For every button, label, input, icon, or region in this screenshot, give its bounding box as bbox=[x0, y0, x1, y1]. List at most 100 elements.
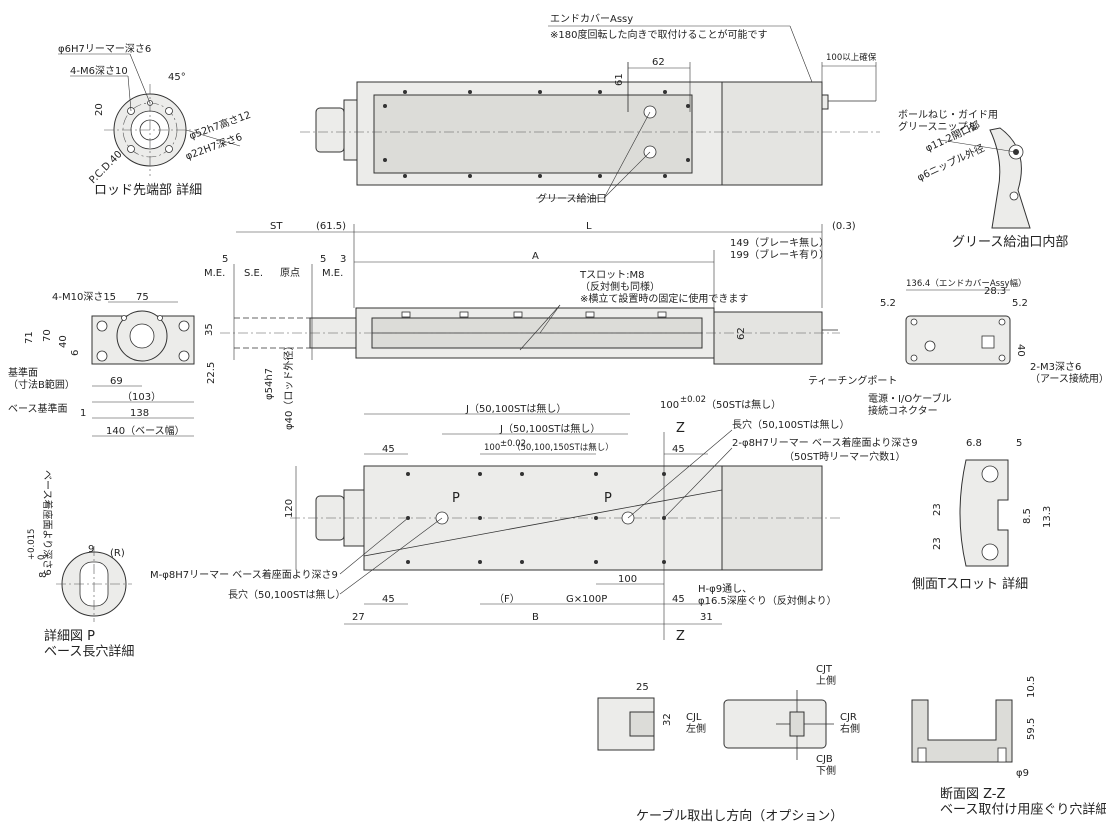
rod-52-label: φ52h7高さ12 bbox=[187, 108, 252, 142]
dim-31: 31 bbox=[700, 612, 713, 623]
grease-port-label: グリース給油口 bbox=[537, 192, 607, 205]
top-cable-stub bbox=[821, 94, 829, 110]
grease-nipple-detail: ボールねじ・ガイド用グリースニップル φ11.2開口部 φ6ニップル外径 グリー… bbox=[898, 109, 1068, 250]
rod-20-label: 20 bbox=[94, 103, 105, 116]
dim-1: 1 bbox=[80, 408, 86, 419]
cable-connector bbox=[629, 711, 655, 737]
dim-100-clear: 100以上確保 bbox=[826, 52, 877, 63]
top-bolt-row bbox=[383, 90, 690, 178]
teaching-port bbox=[924, 340, 936, 352]
dim-70: 70 bbox=[42, 329, 53, 342]
dim-100-small: 100 bbox=[484, 443, 500, 453]
section-59-5: 59.5 bbox=[1026, 718, 1037, 740]
endcover-note: ※180度回転した向きで取付けることが可能です bbox=[550, 28, 767, 41]
dim-45b: 45 bbox=[672, 444, 685, 455]
endcover-label: エンドカバーAssy bbox=[550, 13, 633, 25]
side-view: ST (61.5) L (0.3) A 149（ブレーキ無し）199（ブレーキ有… bbox=[204, 221, 856, 430]
tslot-6-8: 6.8 bbox=[966, 438, 982, 449]
bottom-view: P P J（50,100STは無し） J（50,100STは無し） 100 ±0… bbox=[150, 395, 918, 644]
dim-5b: 5 bbox=[320, 254, 326, 265]
me2-label: M.E. bbox=[322, 268, 343, 279]
dim-st: ST bbox=[270, 221, 283, 232]
p-depth-label: ベース着座面より深さ9 bbox=[41, 470, 54, 576]
dim-69: 69 bbox=[110, 376, 123, 387]
dim-100-tol-sup: ±0.02 bbox=[680, 395, 706, 405]
dim-j2: J（50,100STは無し） bbox=[499, 422, 600, 435]
tslot-5: 5 bbox=[1016, 438, 1022, 449]
side-tslots bbox=[401, 311, 667, 318]
m10-label: 4-M10深さ15 bbox=[52, 291, 116, 303]
rod-end-detail: φ6H7リーマー深さ6 4-M6深さ10 45° 20 P.C.D.40 φ52… bbox=[58, 43, 252, 198]
rod-title: ロッド先端部 詳細 bbox=[94, 182, 202, 198]
top-rod-end bbox=[315, 107, 345, 153]
dim-0-3: (0.3) bbox=[832, 221, 856, 232]
dim-45c: 45 bbox=[382, 594, 395, 605]
m3-label: 2-M3深さ6（アース接続用） bbox=[1030, 361, 1106, 385]
dim-100-tol-note: （50STは無し） bbox=[706, 398, 781, 411]
phi54-label: φ54h7 bbox=[264, 368, 275, 400]
dim-6: 6 bbox=[70, 350, 81, 356]
nipple-body bbox=[989, 127, 1031, 229]
h-hole-label: H-φ9通し、φ16.5深座ぐり（反対側より） bbox=[698, 583, 837, 607]
dim-35: 35 bbox=[204, 323, 215, 336]
dim-B: B bbox=[532, 612, 539, 623]
dim-40: 40 bbox=[58, 335, 69, 348]
dim-75: 75 bbox=[136, 292, 149, 303]
tslot-label: Tスロット:M8（反対側も同様）※横立て設置時の固定に使用できます bbox=[579, 270, 748, 305]
z-top: Z bbox=[676, 421, 685, 436]
dim-100b: 100 bbox=[618, 574, 637, 585]
reamer2-label: 2-φ8H7リーマー ベース着座面より深さ9 bbox=[732, 436, 918, 449]
tslot-13-3: 13.3 bbox=[1042, 506, 1053, 528]
dim-61: 61 bbox=[614, 73, 625, 86]
me-label: M.E. bbox=[204, 268, 225, 279]
dim-F: （F） bbox=[494, 593, 520, 605]
rod-m6-label: 4-M6深さ10 bbox=[70, 65, 128, 77]
dim-61-5: (61.5) bbox=[316, 221, 346, 232]
dim-22-5: 22.5 bbox=[206, 362, 217, 384]
tslot-8-5: 8.5 bbox=[1022, 508, 1033, 524]
dim-100-small-note: （50,100,150STは無し） bbox=[512, 442, 614, 453]
dim-71: 71 bbox=[24, 331, 35, 344]
p-tol: +0.0150 bbox=[27, 529, 47, 560]
dim-A: A bbox=[532, 251, 539, 262]
cable-title: ケーブル取出し方向（オプション） bbox=[636, 808, 843, 824]
dim-100-small-sup: ±0.02 bbox=[500, 439, 526, 449]
se-label: S.E. bbox=[244, 268, 263, 279]
phi40-label: φ40（ロッド外径） bbox=[282, 341, 295, 430]
p-R: (R) bbox=[110, 548, 125, 559]
tslot-23a: 23 bbox=[932, 503, 943, 516]
p1-label: P bbox=[452, 491, 460, 506]
p2-label: P bbox=[604, 491, 612, 506]
dim-138: 138 bbox=[130, 408, 149, 419]
tslot-23b: 23 bbox=[932, 537, 943, 550]
top-motor bbox=[721, 81, 823, 186]
dim-28-3: 28.3 bbox=[984, 286, 1006, 297]
section-phi9: φ9 bbox=[1016, 768, 1029, 779]
dim-5-2b: 5.2 bbox=[1012, 298, 1028, 309]
endcover-body bbox=[905, 315, 1011, 365]
rod-reamer-label: φ6H7リーマー深さ6 bbox=[58, 43, 151, 55]
tslot-title: 側面Tスロット 詳細 bbox=[912, 576, 1028, 592]
ref-surface-label: 基準面（寸法B範囲） bbox=[8, 366, 75, 391]
m-reamer-label: M-φ8H7リーマー ベース着座面より深さ9 bbox=[150, 568, 338, 581]
dim-j1: J（50,100STは無し） bbox=[465, 402, 566, 415]
rod-45-label: 45° bbox=[168, 72, 186, 83]
power-connector bbox=[981, 335, 995, 349]
brake-label: 149（ブレーキ無し）199（ブレーキ有り） bbox=[730, 236, 829, 261]
section-10-5: 10.5 bbox=[1026, 676, 1037, 698]
base-ref-label: ベース基準面 bbox=[8, 402, 68, 415]
dim-40-right: 40 bbox=[1015, 344, 1026, 357]
long-hole-label: 長穴（50,100STは無し） bbox=[732, 418, 849, 431]
origin-label: 原点 bbox=[280, 267, 300, 279]
long-hole2-label: 長穴（50,100STは無し） bbox=[228, 588, 345, 601]
dim-45d: 45 bbox=[672, 594, 685, 605]
dim-120: 120 bbox=[284, 499, 295, 518]
dim-100-tol: 100 bbox=[660, 400, 679, 411]
